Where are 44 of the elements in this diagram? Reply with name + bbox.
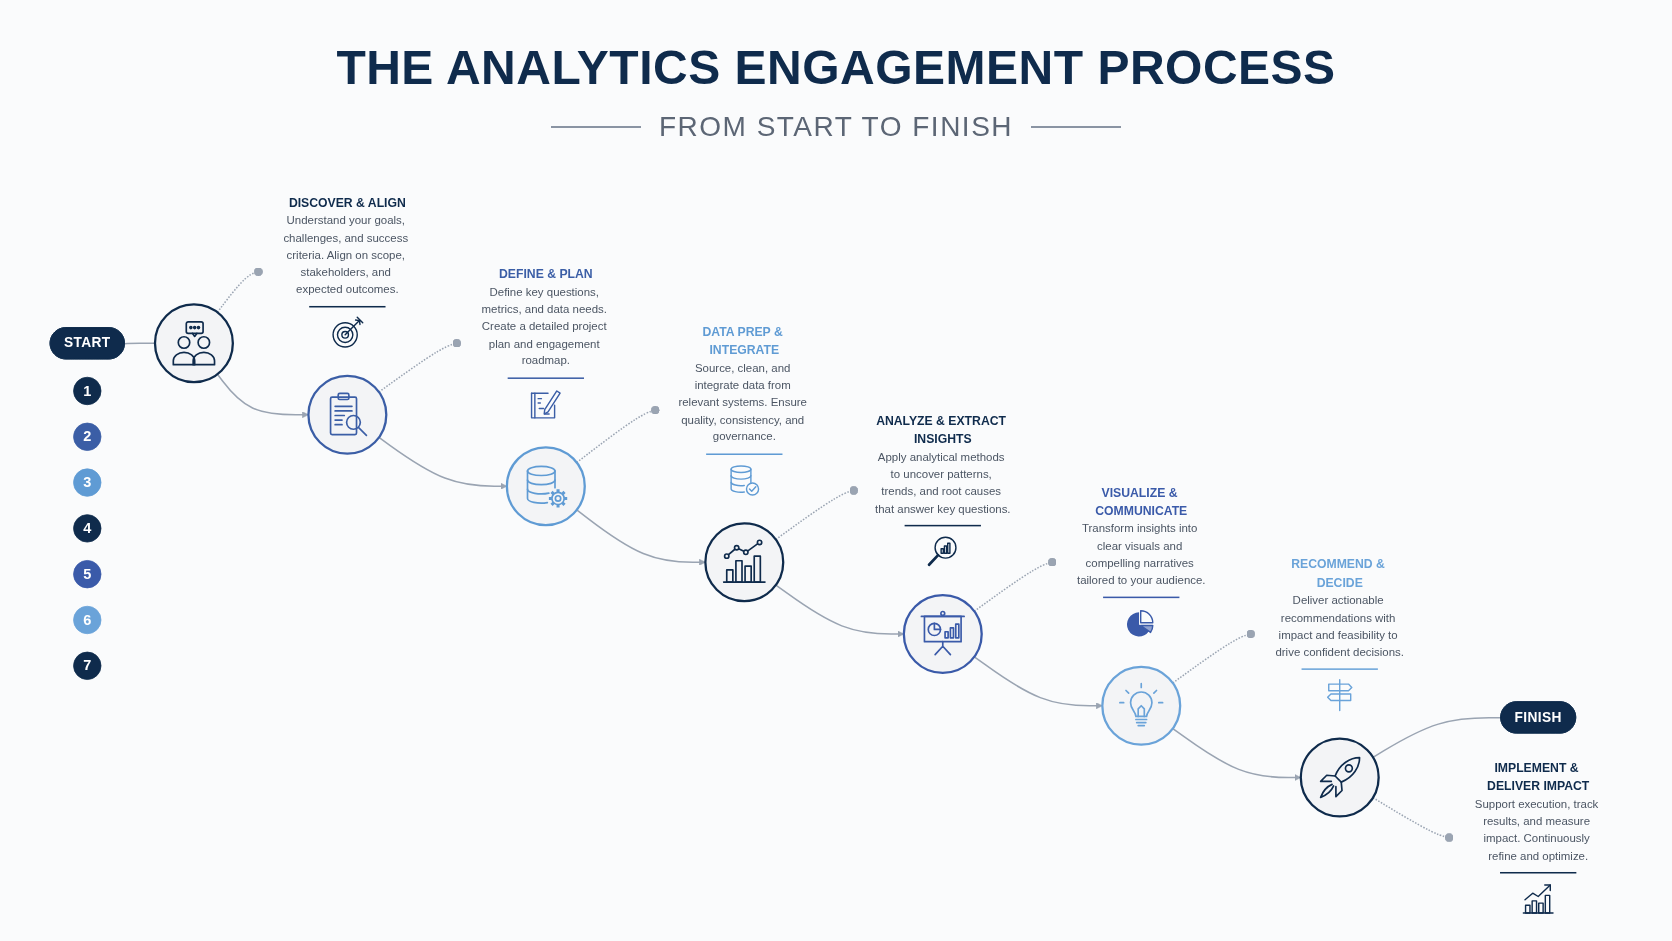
step-description: Understand your goals, challenges, and success criteria. Align on scope, stakeholders, and expected outcomes. bbox=[283, 213, 409, 296]
step-number-badge: 2 bbox=[73, 422, 102, 451]
connector-line bbox=[1372, 716, 1502, 759]
step-description: Source, clean, and integrate data from relevant systems. Ensure quality, consistency, and governance. bbox=[678, 361, 808, 443]
step-number-badge: 4 bbox=[73, 514, 102, 543]
step-title: ANALYZE & EXTRACT INSIGHTS bbox=[876, 414, 1007, 446]
step-circle bbox=[153, 303, 234, 384]
step-circle bbox=[505, 446, 586, 527]
step-number-badge: 1 bbox=[73, 376, 102, 406]
step-number-badge: 3 bbox=[73, 468, 102, 497]
connector-line bbox=[123, 342, 156, 345]
step-circle bbox=[1101, 665, 1182, 746]
step-circle bbox=[902, 593, 983, 675]
arrow bbox=[973, 656, 1103, 710]
step-number-badge: 6 bbox=[73, 605, 102, 635]
arrow bbox=[575, 509, 706, 566]
step-circle bbox=[307, 374, 388, 455]
leader-line bbox=[378, 338, 463, 393]
step-description: Support execution, track results, and measure impact. Continuously refine and optimize. bbox=[1474, 797, 1600, 862]
terminal-pill: FINISH bbox=[1500, 701, 1576, 734]
step-number-badge: 7 bbox=[73, 651, 102, 680]
step-title: IMPLEMENT & DELIVER IMPACT bbox=[1486, 761, 1590, 793]
terminal-pill: START bbox=[49, 327, 125, 360]
step-title: VISUALIZE & COMMUNICATE bbox=[1095, 485, 1188, 518]
arrow bbox=[216, 373, 309, 419]
diagram-title: THE ANALYTICS ENGAGEMENT PROCESS bbox=[336, 40, 1336, 96]
step-title: RECOMMEND & DECIDE bbox=[1291, 557, 1386, 589]
arrow bbox=[1171, 727, 1301, 781]
step-description: Deliver actionable recommendations with impact and feasibility to drive confident decisions. bbox=[1275, 593, 1404, 659]
leader-line bbox=[1372, 796, 1455, 843]
subtitle: FROM START TO FINISH bbox=[658, 111, 1014, 144]
arrow bbox=[774, 584, 904, 638]
leader-line bbox=[973, 557, 1058, 612]
step-circle bbox=[704, 522, 785, 603]
step-title: DEFINE & PLAN bbox=[498, 267, 593, 281]
step-number-badge: 5 bbox=[73, 560, 102, 589]
step-description: Define key questions, metrics, and data needs. Create a detailed project plan and engagement roadmap. bbox=[481, 285, 608, 367]
leader-line bbox=[216, 267, 264, 313]
step-description: Transform insights into clear visuals and compelling narratives tailored to your audience. bbox=[1076, 521, 1206, 587]
step-circle bbox=[1299, 737, 1380, 818]
step-title: DATA PREP & INTEGRATE bbox=[702, 325, 784, 357]
step-description: Apply analytical methods to uncover patterns, trends, and root causes that answer key questions. bbox=[874, 450, 1011, 515]
step-title: DISCOVER & ALIGN bbox=[288, 196, 406, 209]
leader-line bbox=[575, 405, 661, 464]
